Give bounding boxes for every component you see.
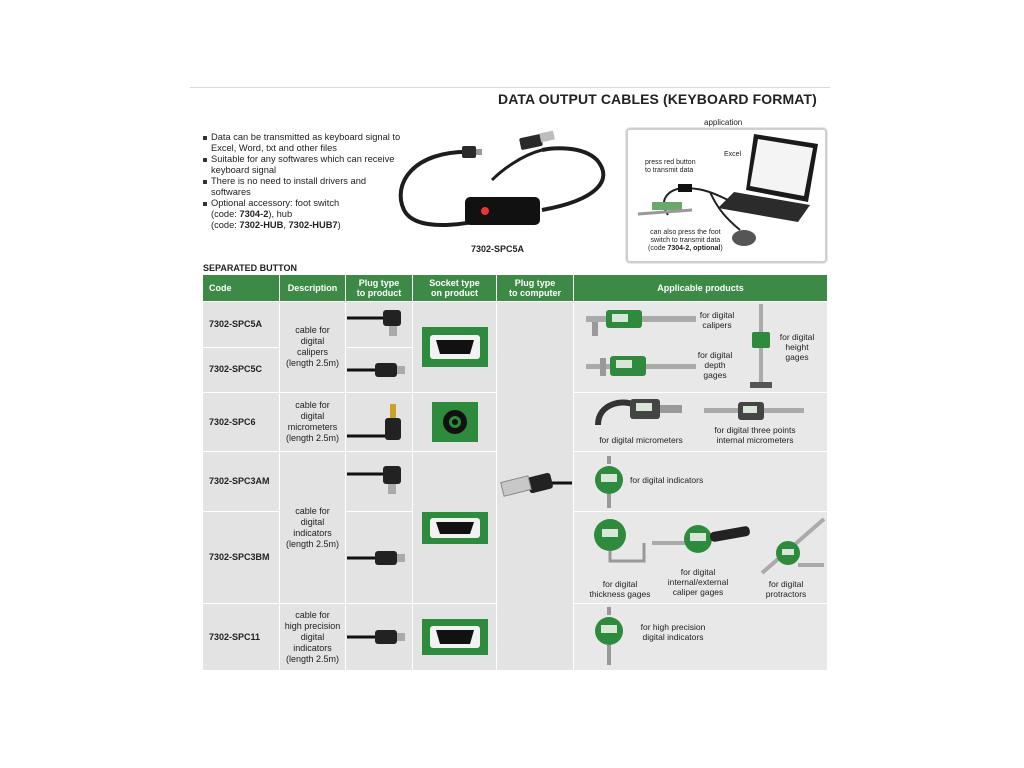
- plug-product-cell: [345, 511, 413, 604]
- socket-cell: [412, 301, 497, 393]
- header-description: Description: [279, 274, 346, 302]
- code-cell: 7302-SPC5A: [202, 301, 280, 348]
- caliper-gage-image: [652, 524, 750, 553]
- header-code: Code: [202, 274, 280, 302]
- protractor-image: [760, 516, 826, 575]
- plug-product-cell: [345, 603, 413, 671]
- section-title: SEPARATED BUTTON: [203, 263, 298, 273]
- digital-height-gage-image: [750, 304, 772, 388]
- plug-product-cell: [345, 392, 413, 452]
- foot-switch-note: can also press the foot switch to transm…: [648, 229, 723, 252]
- laptop-illustration: [637, 134, 818, 246]
- feature-list: Data can be transmitted as keyboard sign…: [202, 132, 402, 231]
- code-cell: 7302-SPC5C: [202, 346, 280, 393]
- micro-usb-socket-icon: [421, 619, 488, 655]
- digital-depth-gage-image: [586, 356, 696, 376]
- label-indicators: for digital indicators: [630, 474, 704, 485]
- thickness-gage-image: [594, 518, 646, 562]
- mini-usb-plug-icon: [347, 550, 405, 565]
- plug-product-cell: [345, 346, 413, 393]
- feature-item: Suitable for any softwares which can rec…: [202, 154, 402, 176]
- round-jack-socket-icon: [431, 402, 478, 442]
- table-row: 7302-SPC5C: [202, 346, 828, 393]
- application-label: application: [704, 118, 743, 127]
- feature-item: Data can be transmitted as keyboard sign…: [202, 132, 402, 154]
- excel-note: Excel: [724, 151, 742, 158]
- socket-cell: [412, 603, 497, 671]
- code-cell: 7302-SPC3BM: [202, 511, 280, 604]
- label-micrometers: for digital micrometers: [599, 435, 683, 445]
- plug-product-cell: [345, 301, 413, 348]
- right-angle-mini-usb-plug-icon: [347, 465, 401, 494]
- three-point-micrometer-image: [704, 402, 804, 420]
- precision-indicator-image: [595, 607, 623, 665]
- red-button-note: press red button to transmit data: [645, 159, 696, 174]
- right-angle-mini-usb-plug-icon: [347, 310, 401, 337]
- usb-a-plug-icon: [500, 472, 572, 497]
- code-cell: 7302-SPC6: [202, 392, 280, 452]
- mini-usb-socket-icon: [421, 327, 488, 367]
- applicable-indicators-cell: for digital indicators: [573, 451, 828, 512]
- applicable-micrometers-cell: for digital micrometers for digital thre…: [573, 392, 828, 452]
- feature-item: There is no need to install drivers and …: [202, 176, 402, 198]
- code-cell: 7302-SPC3AM: [202, 451, 280, 512]
- application-illustration: Excel press red button to transmit data …: [626, 128, 827, 263]
- header-applicable: Applicable products: [573, 274, 828, 302]
- plug-computer-cell: [496, 301, 574, 671]
- plug-product-cell: [345, 451, 413, 512]
- mini-usb-socket-icon: [421, 511, 488, 544]
- digital-micrometer-image: [595, 399, 682, 426]
- digital-caliper-image: [586, 310, 696, 336]
- cable-product-label: 7302-SPC5A: [471, 244, 525, 254]
- page-title: DATA OUTPUT CABLES (KEYBOARD FORMAT): [498, 91, 817, 107]
- feature-item: Optional accessory: foot switch (code: 7…: [202, 198, 402, 231]
- micro-usb-plug-icon: [347, 630, 405, 644]
- micro-usb-plug-icon: [347, 362, 405, 377]
- socket-cell: [412, 451, 497, 604]
- right-angle-jack-plug-icon: [347, 404, 401, 440]
- cable-product-image: [398, 130, 606, 227]
- top-rule: [190, 87, 830, 88]
- digital-indicator-image: [595, 455, 623, 508]
- socket-cell: [412, 392, 497, 452]
- code-cell: 7302-SPC11: [202, 603, 280, 671]
